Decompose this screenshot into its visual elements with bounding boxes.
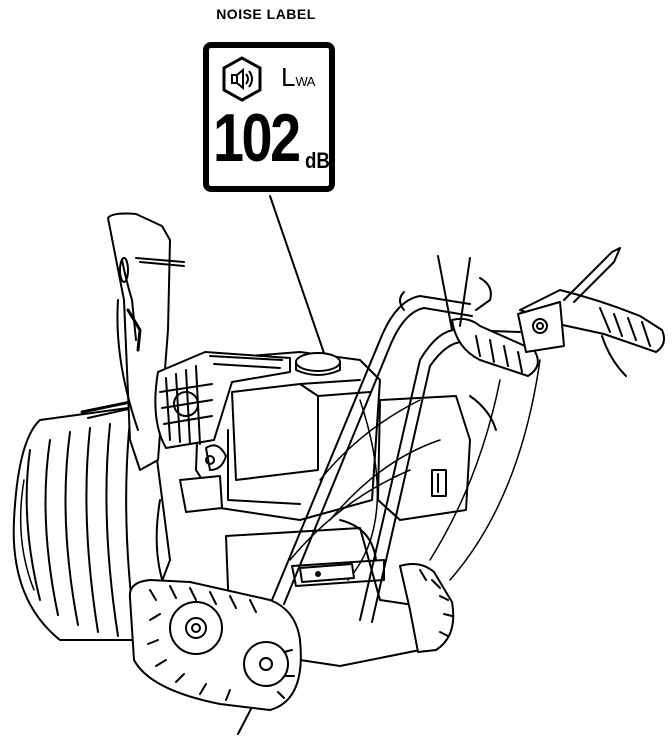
lwa-symbol-main: L [281,62,296,92]
auger-housing [12,396,171,641]
recoil-starter-guard [154,351,291,449]
sound-power-icon [222,56,262,102]
lwa-symbol-sub: WA [295,74,315,89]
right-track [399,563,455,653]
engine-side-cover [377,395,471,521]
noise-unit: dB [305,148,330,173]
lwa-symbol: LWA [281,64,315,90]
left-track [128,579,302,711]
model-label-plate [299,563,355,583]
noise-label-title: NOISE LABEL [216,6,316,22]
engine [179,351,381,521]
noise-value: 102 [213,100,301,176]
noise-label-sticker: LWA 102 dB [203,42,335,192]
handlebars [271,247,665,623]
control-cables [289,359,541,581]
